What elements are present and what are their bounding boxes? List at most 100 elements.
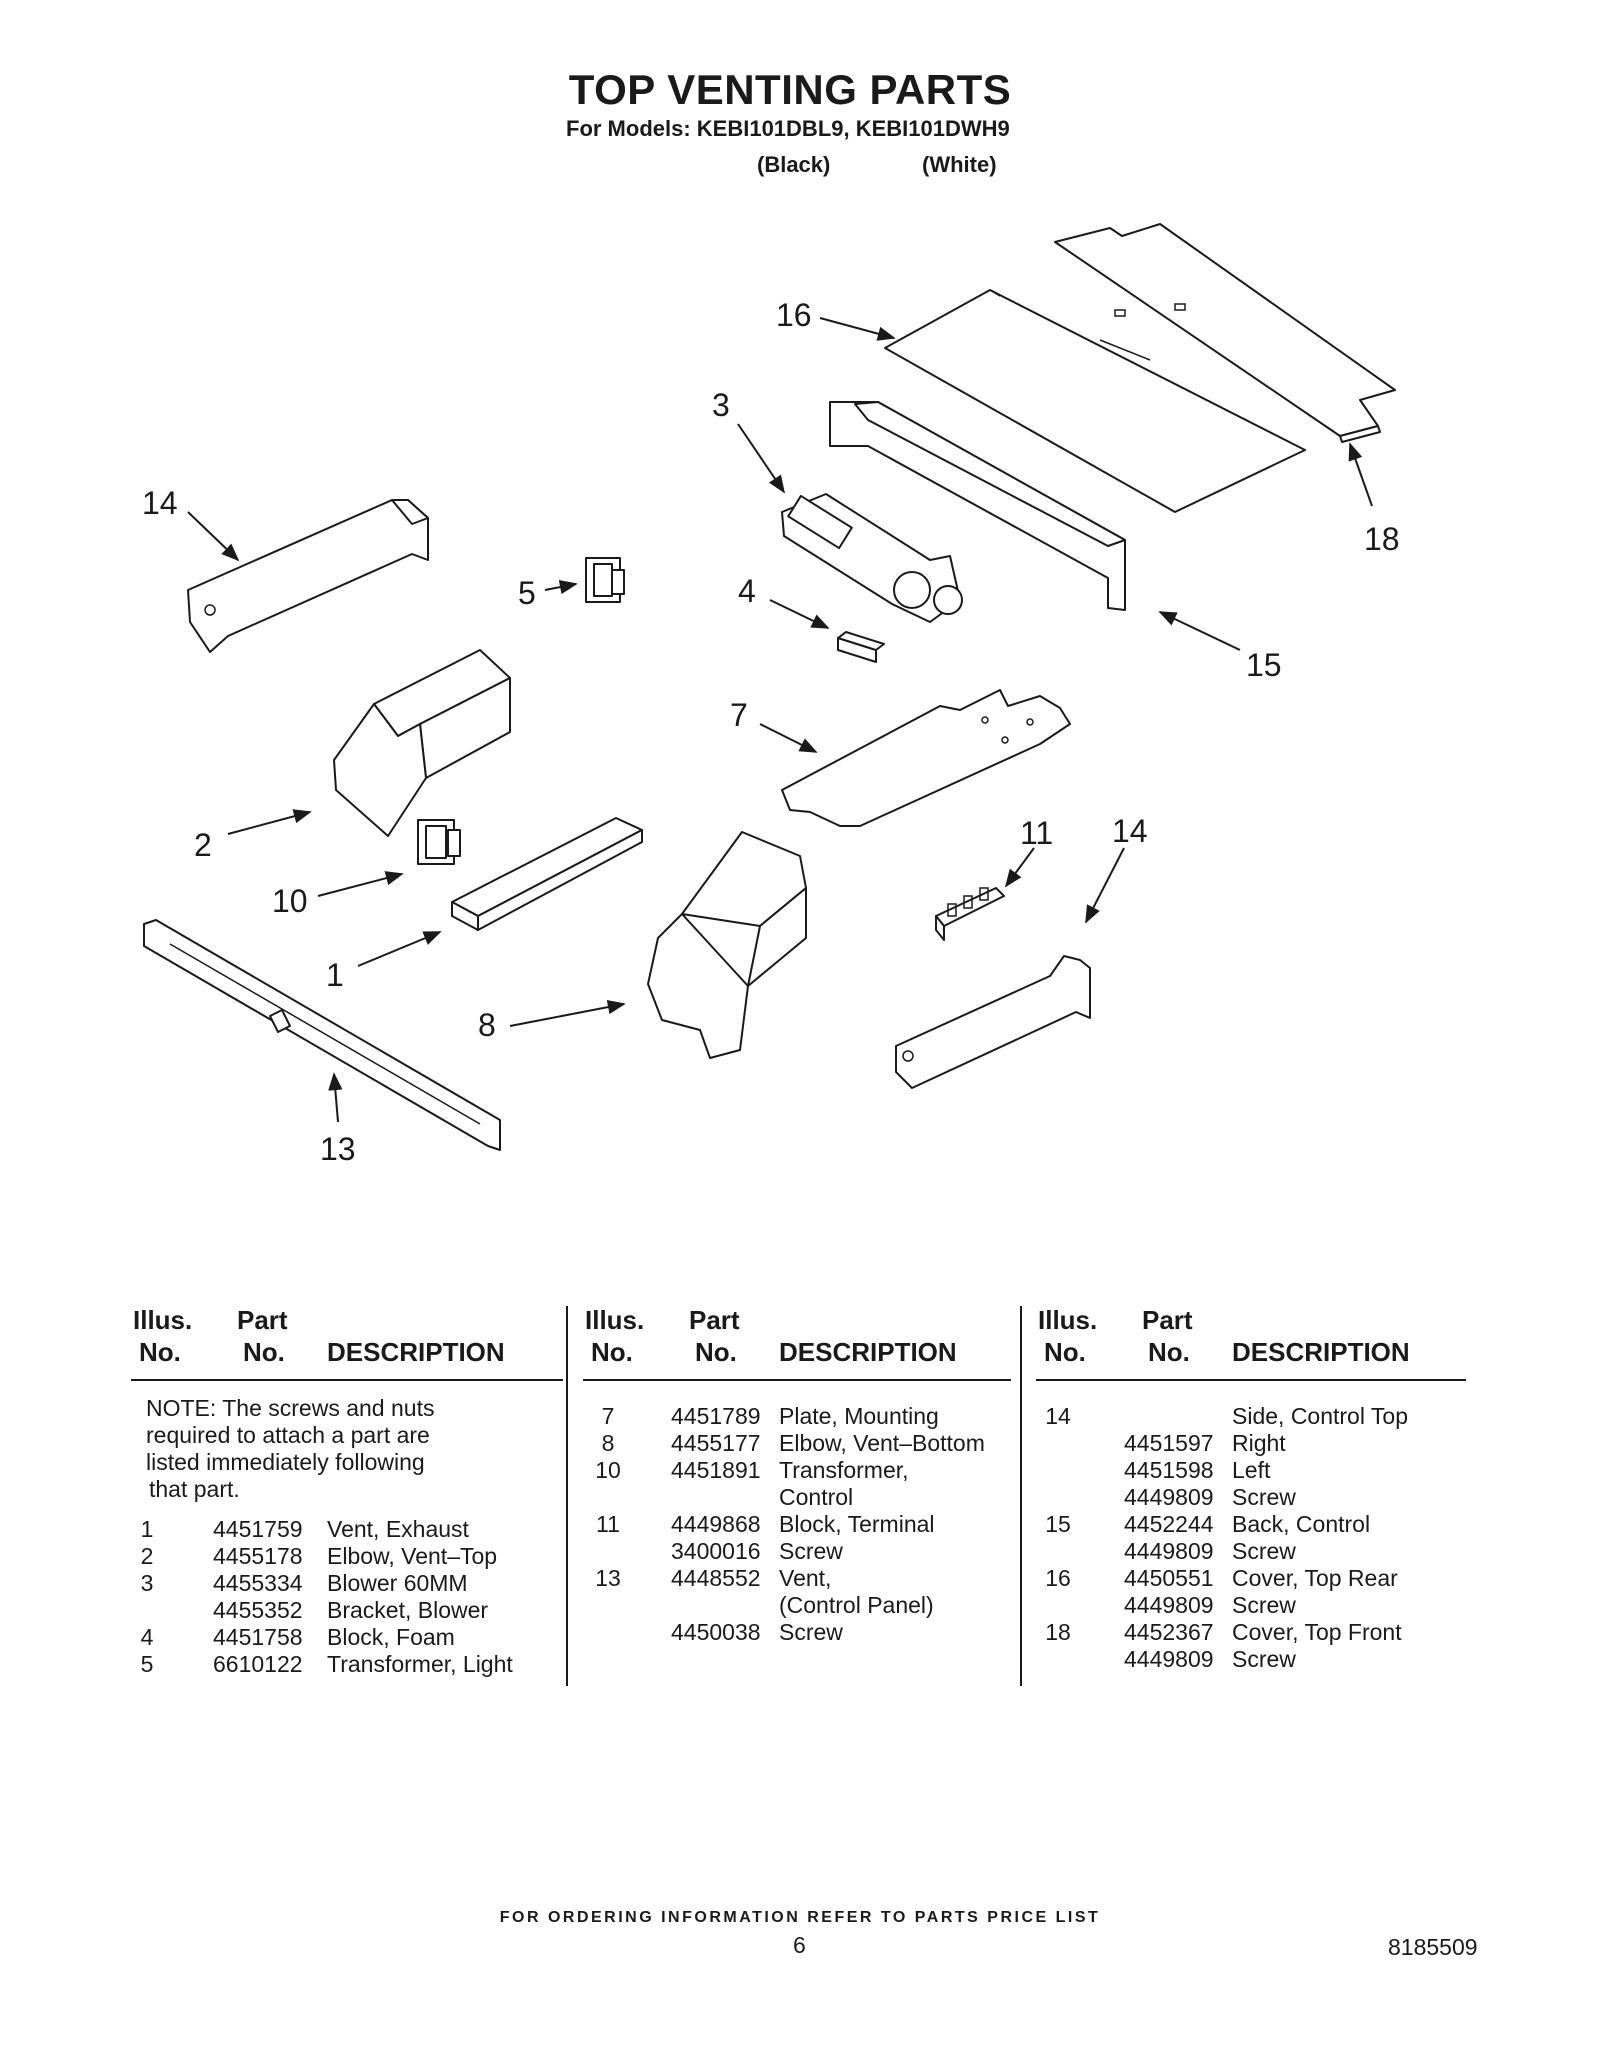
- table-cell-desc: Screw: [1232, 1646, 1296, 1672]
- description-header: DESCRIPTION: [327, 1337, 505, 1367]
- table-cell-part: 4449809: [1124, 1592, 1214, 1618]
- table-cell-part: 4451759: [213, 1516, 303, 1542]
- cover-top-rear-drawing: [884, 289, 1306, 513]
- table-cell-part: 4455178: [213, 1543, 303, 1569]
- callout-7: 7: [730, 697, 748, 733]
- callout-4: 4: [738, 573, 756, 609]
- illus-no-header: No.: [139, 1337, 181, 1367]
- back-control-drawing: [829, 401, 1126, 611]
- table-cell-part: 4450551: [1124, 1565, 1214, 1591]
- callout-14-left: 14: [142, 485, 178, 521]
- illus-no-header: No.: [591, 1337, 633, 1367]
- table-cell-desc: Blower 60MM: [327, 1570, 468, 1596]
- table-cell-desc: Vent, Exhaust: [327, 1516, 469, 1542]
- table-cell-part: 4449809: [1124, 1646, 1214, 1672]
- table-cell-desc: Screw: [1232, 1592, 1296, 1618]
- table-cell-desc: Screw: [779, 1619, 843, 1645]
- elbow-vent-bottom-drawing: [647, 831, 807, 1059]
- column-header: Illus. No. Part No. DESCRIPTION: [1036, 1305, 1466, 1377]
- parts-table-column-3: Illus. No. Part No. DESCRIPTION 14 Side, …: [1036, 1305, 1466, 1672]
- table-cell-part: 4449809: [1124, 1484, 1214, 1510]
- table-cell-illus: 4: [140, 1624, 154, 1650]
- color-black-label: (Black): [757, 152, 831, 177]
- callout-16: 16: [776, 297, 812, 333]
- table-cell-illus: 10: [595, 1457, 621, 1483]
- screws-note: NOTE: The screws and nuts required to at…: [146, 1395, 434, 1503]
- column-divider: [566, 1306, 568, 1686]
- table-cell-illus: 1: [140, 1516, 154, 1542]
- description-header: DESCRIPTION: [1232, 1337, 1410, 1367]
- table-cell-illus: 8: [601, 1430, 615, 1456]
- table-cell-part: 4448552: [671, 1565, 761, 1591]
- part-header: Part: [689, 1305, 740, 1335]
- callout-18: 18: [1364, 521, 1400, 557]
- part-no-header: No.: [1148, 1337, 1190, 1367]
- header-rule: [583, 1379, 1011, 1381]
- foam-block-drawing: [837, 631, 885, 663]
- table-cell-desc: Back, Control: [1232, 1511, 1371, 1537]
- transformer-light-drawing: [585, 557, 625, 603]
- part-no-header: No.: [695, 1337, 737, 1367]
- callout-1: 1: [326, 957, 344, 993]
- table-cell-desc: Screw: [1232, 1484, 1296, 1510]
- page-title: TOP VENTING PARTS: [568, 66, 1012, 113]
- callout-11: 11: [1020, 815, 1053, 851]
- table-cell-part: 4450038: [671, 1619, 761, 1645]
- table-cell-desc: Transformer,: [779, 1457, 909, 1483]
- table-cell-desc: Cover, Top Front: [1232, 1619, 1402, 1645]
- callout-13: 13: [320, 1131, 356, 1167]
- table-cell-desc: (Control Panel): [779, 1592, 934, 1618]
- document-number: 8185509: [1388, 1934, 1478, 1960]
- side-control-left-drawing: [187, 499, 429, 653]
- table-cell-illus: 15: [1045, 1511, 1071, 1537]
- page-number: 6: [793, 1932, 806, 1958]
- callout-3: 3: [712, 387, 730, 423]
- table-cell-desc: Screw: [779, 1538, 843, 1564]
- note-line: NOTE: The screws and nuts: [146, 1395, 435, 1421]
- exploded-parts-diagram: 16 3 14 5 4 18 15 7 2 10 1 8 11 14 13: [142, 223, 1400, 1167]
- table-cell-desc: Transformer, Light: [327, 1651, 513, 1677]
- mounting-plate-drawing: [781, 689, 1071, 827]
- table-cell-part: 4455352: [213, 1597, 303, 1623]
- table-cell-part: 4451891: [671, 1457, 761, 1483]
- color-white-label: (White): [922, 152, 997, 177]
- ordering-note: FOR ORDERING INFORMATION REFER TO PARTS …: [499, 1909, 1101, 1926]
- vent-exhaust-drawing: [451, 817, 643, 931]
- note-line: required to attach a part are: [146, 1422, 430, 1448]
- table-cell-part: 4449809: [1124, 1538, 1214, 1564]
- vent-control-panel-drawing: [143, 919, 501, 1151]
- table-cell-illus: 3: [140, 1570, 154, 1596]
- callout-14-right: 14: [1112, 813, 1148, 849]
- models-subtitle: For Models: KEBI101DBL9, KEBI101DWH9: [566, 116, 1010, 141]
- leader-lines: [187, 317, 1373, 1123]
- table-cell-desc: Block, Terminal: [779, 1511, 935, 1537]
- table-cell-illus: 18: [1045, 1619, 1071, 1645]
- illus-header: Illus.: [133, 1305, 193, 1335]
- table-cell-part: 4455334: [213, 1570, 303, 1596]
- callout-2: 2: [194, 827, 212, 863]
- table-cell-desc: Left: [1232, 1457, 1271, 1483]
- table-cell-desc: Bracket, Blower: [327, 1597, 489, 1623]
- header-rule: [131, 1379, 563, 1381]
- table-cell-illus: 14: [1045, 1403, 1071, 1429]
- table-cell-part: 4449868: [671, 1511, 761, 1537]
- terminal-block-drawing: [935, 887, 1005, 941]
- callout-5: 5: [518, 575, 536, 611]
- table-cell-part: 4455177: [671, 1430, 761, 1456]
- table-cell-desc: Right: [1232, 1430, 1286, 1456]
- callout-10: 10: [272, 883, 308, 919]
- transformer-control-drawing: [417, 819, 461, 865]
- table-cell-desc: Elbow, Vent–Bottom: [779, 1430, 985, 1456]
- table-cell-illus: 2: [140, 1543, 154, 1569]
- note-line: listed immediately following: [146, 1449, 425, 1475]
- table-cell-part: 3400016: [671, 1538, 761, 1564]
- table-cell-illus: 5: [140, 1651, 154, 1677]
- table-cell-illus: 7: [601, 1403, 615, 1429]
- table-cell-part: 4451598: [1124, 1457, 1214, 1483]
- blower-drawing: [781, 493, 963, 623]
- callout-8: 8: [478, 1007, 496, 1043]
- table-cell-desc: Side, Control Top: [1232, 1403, 1409, 1429]
- table-cell-illus: 11: [596, 1511, 620, 1537]
- table-cell-desc: Vent,: [779, 1565, 832, 1591]
- table-cell-desc: Cover, Top Rear: [1232, 1565, 1398, 1591]
